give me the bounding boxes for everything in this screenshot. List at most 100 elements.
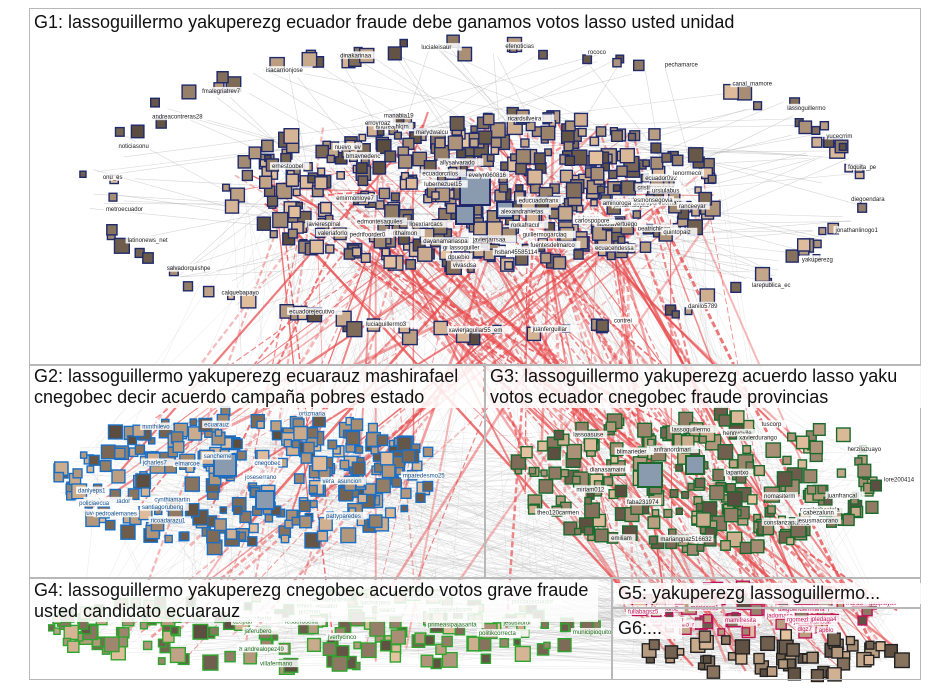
node-avatar [256, 216, 272, 231]
edge [280, 664, 834, 672]
node-avatar [275, 182, 293, 200]
edge [460, 225, 568, 642]
group-label-g2: G2: lassoguillermo yakuperezg ecuarauz m… [30, 366, 483, 408]
node-avatar [360, 252, 371, 264]
node-avatar [114, 126, 125, 137]
edge-highlight [136, 235, 300, 448]
node-avatar [107, 424, 124, 440]
node-avatar [617, 235, 626, 245]
node-avatar [515, 162, 527, 175]
edge [495, 208, 776, 643]
edge [263, 547, 729, 590]
node-avatar [140, 487, 151, 497]
edge [373, 508, 619, 543]
node-avatar [707, 174, 717, 184]
node-avatar [417, 246, 433, 262]
node-avatar [595, 126, 607, 137]
edge-highlight [140, 193, 714, 633]
node-avatar [577, 127, 587, 137]
edge [299, 158, 657, 659]
node-avatar [564, 155, 576, 166]
node-avatar [108, 192, 118, 202]
node-avatar [127, 435, 138, 446]
node-avatar [147, 437, 156, 445]
node-avatar [288, 205, 301, 219]
node-avatar [785, 249, 799, 263]
edge [351, 52, 607, 121]
edge [120, 525, 800, 532]
edge [235, 199, 579, 634]
node-avatar [563, 141, 574, 152]
node-avatar [819, 120, 830, 131]
group-label-g1: G1: lassoguillermo yakuperezg ecuador fr… [30, 12, 838, 33]
edge [279, 430, 810, 654]
node-avatar [650, 142, 662, 154]
group-label-g5: G5: yakuperezg lassoguillermo... [614, 583, 922, 604]
node-avatar [639, 241, 652, 254]
edge-highlight [479, 123, 569, 148]
node-avatar [317, 167, 326, 176]
node-avatar [520, 138, 530, 148]
node-avatar [206, 529, 221, 544]
edge-highlight [431, 208, 719, 620]
edge [680, 601, 794, 677]
node-avatar [189, 418, 198, 427]
edge-highlight [394, 254, 551, 635]
edge [397, 50, 463, 151]
node-avatar [181, 84, 197, 100]
edge [268, 625, 835, 637]
node-avatar [565, 182, 583, 199]
edge [320, 73, 632, 157]
node-avatar [753, 101, 763, 111]
node-avatar [671, 310, 680, 319]
edge [183, 498, 735, 642]
edge [252, 72, 359, 137]
edge [401, 57, 673, 160]
node-avatar [405, 177, 418, 190]
edge-highlight [347, 247, 669, 427]
node-avatar [231, 438, 243, 450]
node-avatar [221, 183, 231, 192]
node-avatar [261, 139, 274, 153]
node-avatar [857, 202, 868, 213]
edge [329, 144, 436, 494]
edge [590, 135, 778, 504]
node-avatar [648, 128, 661, 141]
edge [339, 203, 807, 652]
edge [341, 603, 799, 665]
edge [433, 603, 635, 663]
edge [160, 539, 719, 589]
node-avatar [375, 200, 385, 210]
edge [355, 642, 805, 673]
edge-highlight [549, 229, 657, 445]
edge [133, 621, 143, 642]
node-avatar [540, 252, 552, 264]
edge [59, 133, 398, 477]
edge [316, 224, 678, 652]
edge-highlight [389, 228, 527, 493]
node-avatar [400, 171, 410, 181]
node-avatar [269, 229, 278, 239]
node-avatar [325, 244, 335, 254]
node-avatar [378, 187, 391, 200]
node-avatar [422, 446, 434, 458]
node-avatar [610, 129, 623, 143]
node-avatar [412, 151, 428, 167]
edge [376, 491, 836, 656]
node-avatar [473, 221, 488, 236]
edge [244, 90, 324, 136]
node-avatar [633, 59, 645, 72]
node-avatar [358, 133, 367, 142]
edge [104, 203, 343, 205]
edge [431, 261, 462, 617]
node-avatar [384, 507, 397, 519]
node-avatar [540, 125, 556, 141]
edge-highlight [327, 212, 712, 651]
node-avatar [590, 166, 605, 181]
edge [87, 472, 793, 587]
node-avatar [384, 150, 397, 163]
node-avatar [642, 159, 651, 168]
node-avatar [387, 46, 402, 61]
node-avatar [538, 49, 548, 60]
edge [300, 416, 832, 521]
